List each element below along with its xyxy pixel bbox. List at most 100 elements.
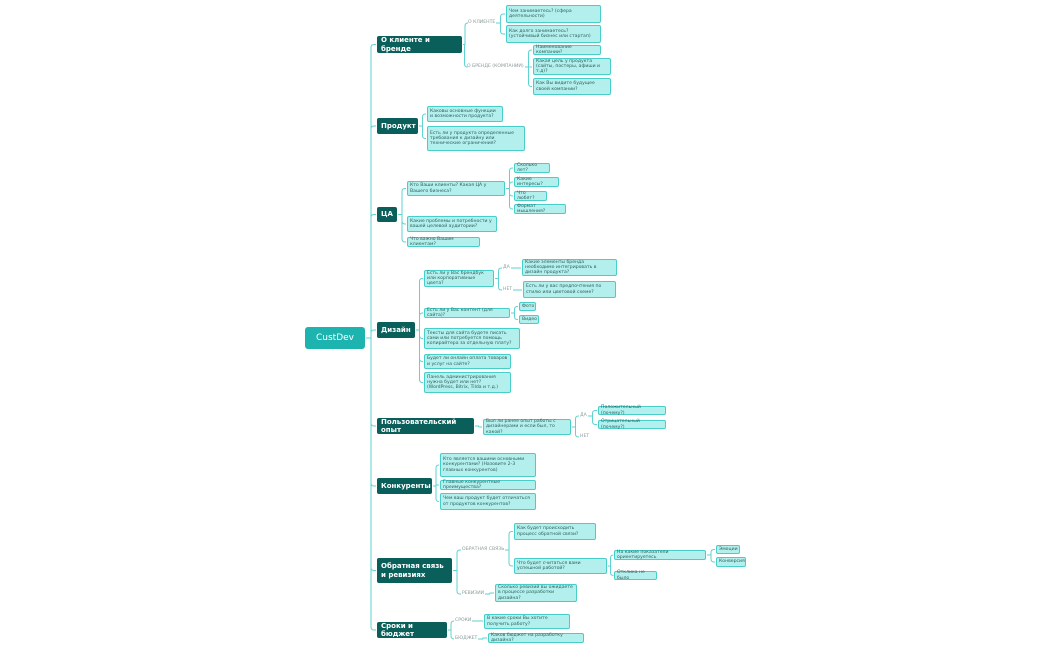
question-node[interactable]: Что важно Вашим клиентам?	[407, 237, 480, 247]
connector	[398, 214, 406, 243]
connector	[419, 113, 426, 127]
connector	[608, 565, 614, 576]
connector	[505, 549, 513, 567]
connector	[525, 66, 532, 87]
question-node[interactable]: Каковы основные функции и возможности пр…	[427, 106, 503, 122]
question-node[interactable]: Какие проблемы и потребности у вашей цел…	[407, 216, 497, 232]
branch-node[interactable]: ЦА	[377, 207, 397, 222]
connector	[433, 464, 440, 487]
question-node[interactable]: Есть ли у Вас контент (для сайта)?	[424, 308, 510, 318]
question-node[interactable]: Сколько лет?	[514, 163, 550, 173]
connector	[416, 329, 423, 383]
question-node[interactable]: Какая цель у продукта (сайты, постеры, а…	[533, 58, 611, 75]
connector	[416, 312, 423, 331]
connector	[572, 415, 579, 428]
connector	[448, 620, 455, 631]
connector	[398, 188, 406, 215]
branch-label: О КЛИЕНТЕ	[468, 20, 496, 26]
branch-node[interactable]: Продукт	[377, 118, 418, 134]
connector	[707, 549, 715, 556]
connector	[453, 570, 461, 595]
question-node[interactable]: Как Вы видите будущее своей компании?	[533, 78, 611, 95]
connector	[588, 410, 597, 417]
connector	[505, 531, 513, 551]
connector	[366, 329, 376, 339]
question-node[interactable]: Какие интересы?	[514, 177, 559, 187]
connector	[366, 337, 376, 631]
connector	[453, 549, 461, 571]
branch-label: РЕВИЗИИ	[462, 591, 485, 597]
question-node[interactable]: Фото	[519, 302, 536, 311]
connector	[506, 181, 513, 189]
connector	[448, 629, 455, 640]
question-node[interactable]: Будет ли онлайн оплата товаров и услуг н…	[424, 354, 511, 369]
connector	[588, 415, 597, 425]
connector	[463, 44, 468, 68]
root-node[interactable]: CustDev	[305, 327, 365, 349]
question-node[interactable]: Тексты для сайта будете писать сами или …	[424, 328, 520, 349]
question-node[interactable]: Положительный (почему?)	[598, 405, 666, 416]
question-node[interactable]: Что будет считаться вами успешной работо…	[514, 558, 607, 574]
branch-node[interactable]: Обратная связь и ревизиях	[377, 558, 452, 583]
question-node[interactable]: Формат мышления?	[514, 204, 566, 214]
branch-node[interactable]: Дизайн	[377, 322, 415, 338]
question-node[interactable]: Какие элементы бренда необходимо интегри…	[522, 259, 617, 276]
connector	[485, 592, 494, 595]
question-node[interactable]: Был ли ранее опыт работы с дизайнерами и…	[483, 419, 571, 435]
question-node[interactable]: Чем ваш продукт будет отличаться от прод…	[440, 493, 536, 510]
question-node[interactable]: Главные конкурентные преимущества?	[440, 480, 536, 490]
branch-label: ОБРАТНАЯ СВЯЗЬ	[462, 547, 505, 553]
connector	[506, 188, 513, 210]
question-node[interactable]: На какие показатели ориентируетесь	[614, 550, 706, 560]
branch-node[interactable]: Сроки и бюджет	[377, 622, 447, 638]
connector	[572, 426, 579, 438]
question-node[interactable]: Видео	[519, 315, 539, 324]
connector	[366, 125, 376, 339]
connector	[525, 49, 532, 68]
question-node[interactable]: Кто является вашими основными конкурента…	[440, 453, 536, 477]
branch-node[interactable]: Пользовательский опыт	[377, 418, 474, 434]
connector	[707, 554, 715, 563]
question-node[interactable]: Как будет происходить процесс обратной с…	[514, 523, 596, 540]
connector	[496, 13, 505, 24]
connector	[478, 637, 487, 640]
connector	[511, 306, 518, 314]
branch-label: НЕТ	[503, 287, 513, 293]
question-node[interactable]: В какие сроки Вы хотите получить работу?	[484, 614, 570, 629]
connector	[475, 425, 482, 428]
branch-label: ДА	[503, 265, 510, 271]
question-node[interactable]: Наименование компании?	[533, 45, 601, 55]
question-node[interactable]: Как долго занимаетесь? (устойчивый бизне…	[506, 25, 601, 43]
connector	[433, 485, 440, 502]
question-node[interactable]: Каков бюджет на разработку дизайна?	[488, 633, 584, 643]
branch-label: ДА	[580, 413, 587, 419]
question-node[interactable]: Что любят?	[514, 191, 547, 201]
question-node[interactable]: Отрицательный (почему?)	[598, 419, 666, 430]
question-node[interactable]: Эмоции	[716, 545, 740, 554]
question-node[interactable]: Чем занимаетесь? (сфера деятельности)	[506, 5, 601, 23]
connector	[495, 278, 502, 291]
question-node[interactable]: Есть ли у Вас брендбук или корпоративные…	[424, 270, 494, 287]
question-node[interactable]: Есть ли у продукта определенные требован…	[427, 126, 525, 151]
connector	[511, 312, 518, 320]
branch-node[interactable]: О клиенте и бренде	[377, 36, 462, 53]
branch-label: НЕТ	[580, 434, 590, 440]
question-node[interactable]: Панель администрирования нужна будет или…	[424, 372, 511, 393]
connector	[366, 214, 376, 339]
question-node[interactable]: Отклика не было	[614, 570, 657, 581]
question-node[interactable]: Кто Ваши клиенты? Какая ЦА у Вашего бизн…	[407, 181, 505, 196]
branch-node[interactable]: Конкуренты	[377, 478, 432, 494]
connector	[463, 22, 469, 45]
connector	[608, 554, 614, 567]
question-node[interactable]: Есть ли у вас предпочтения по стилю или …	[523, 281, 616, 298]
connector	[496, 22, 505, 35]
question-node[interactable]: Конверсия	[716, 557, 746, 567]
question-node[interactable]: Сколько ревизий вы ожидаете в процессе р…	[495, 584, 577, 602]
connector	[495, 267, 502, 279]
branch-label: СРОКИ	[455, 618, 472, 624]
connector	[366, 44, 376, 339]
branch-label: БЮДЖЕТ	[455, 636, 478, 642]
connector	[506, 167, 513, 189]
branch-label: О БРЕНДЕ (КОМПАНИИ)	[467, 64, 524, 70]
